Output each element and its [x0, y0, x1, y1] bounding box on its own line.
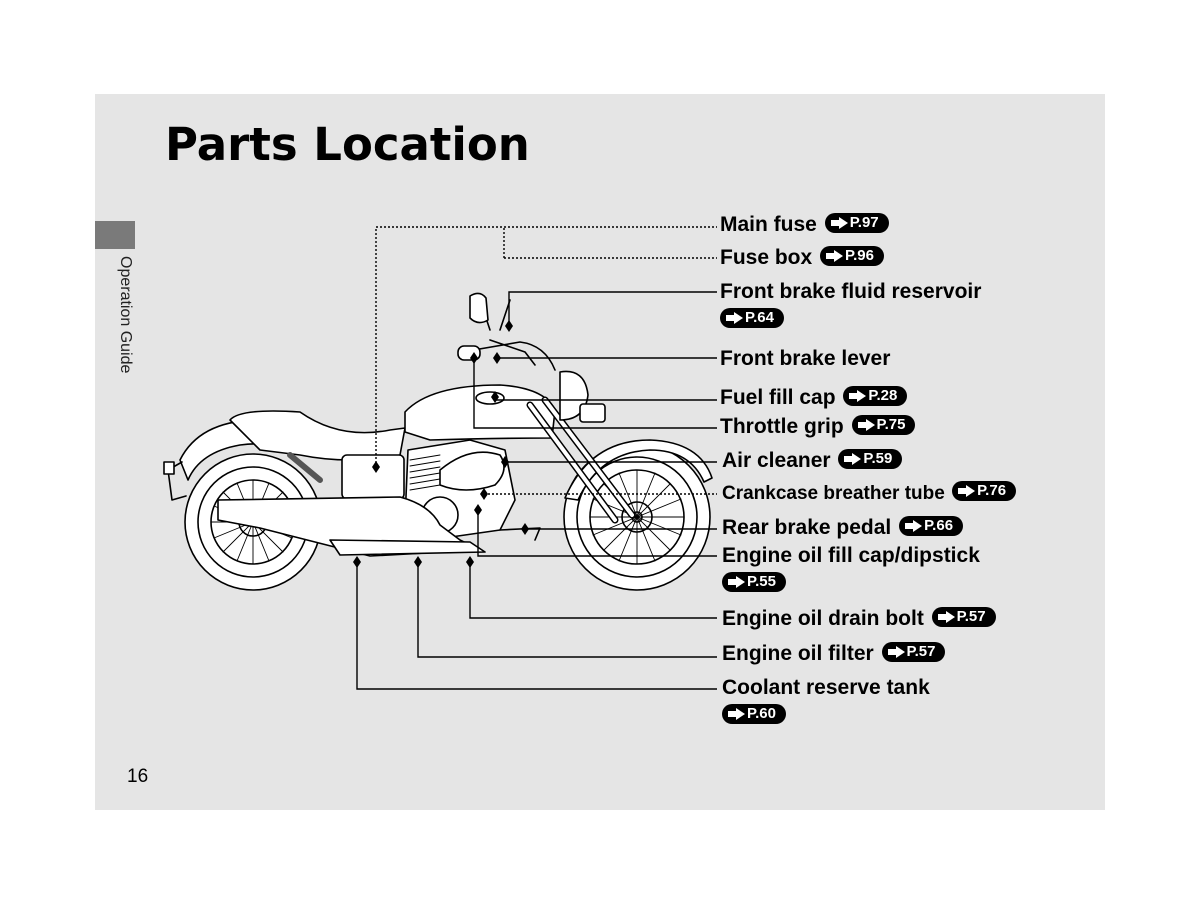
page-reference-link[interactable]: P.97: [824, 213, 889, 233]
page-reference-link[interactable]: P.75: [851, 415, 916, 435]
label-air-cleaner: Air cleaner P.59: [722, 448, 903, 474]
label-front-brake-fluid-reservoir: Front brake fluid reservoir P.64: [720, 279, 981, 333]
arrow-right-icon: [887, 646, 905, 658]
arrow-right-icon: [937, 611, 955, 623]
page-reference-link[interactable]: P.60: [722, 704, 786, 724]
label-throttle-grip: Throttle grip P.75: [720, 414, 916, 440]
arrow-right-icon: [844, 453, 862, 465]
label-text: Crankcase breather tube: [722, 483, 945, 504]
label-front-brake-lever: Front brake lever: [720, 346, 890, 372]
page-number: 16: [127, 766, 149, 787]
leader-dots: [353, 320, 529, 568]
label-engine-oil-drain-bolt: Engine oil drain bolt P.57: [722, 606, 996, 632]
label-text: Main fuse: [720, 213, 817, 236]
page-reference-link[interactable]: P.59: [838, 449, 903, 469]
label-engine-oil-filter: Engine oil filter P.57: [722, 641, 946, 667]
label-text: Front brake lever: [720, 347, 891, 370]
label-fuel-fill-cap: Fuel fill cap P.28: [720, 385, 908, 411]
label-text: Engine oil fill cap/dipstick: [722, 544, 980, 567]
label-rear-brake-pedal: Rear brake pedal P.66: [722, 515, 964, 541]
label-text: Fuse box: [720, 246, 813, 269]
arrow-right-icon: [958, 485, 976, 497]
page-title: Parts Location: [165, 118, 530, 171]
label-engine-oil-fill-cap-dipstick: Engine oil fill cap/dipstick P.55: [722, 543, 980, 597]
arrow-right-icon: [830, 217, 848, 229]
page-panel: [95, 94, 1105, 810]
label-text: Coolant reserve tank: [722, 676, 930, 699]
arrow-right-icon: [826, 250, 844, 262]
label-text: Engine oil filter: [722, 642, 874, 665]
label-text: Engine oil drain bolt: [722, 607, 924, 630]
label-text: Front brake fluid reservoir: [720, 280, 982, 303]
page-reference-link[interactable]: P.76: [952, 481, 1017, 501]
motorcycle-illustration: [163, 292, 713, 591]
label-text: Fuel fill cap: [720, 386, 836, 409]
arrow-right-icon: [905, 520, 923, 532]
arrow-right-icon: [849, 390, 867, 402]
page-reference-link[interactable]: P.57: [931, 607, 996, 627]
leader-lines: [356, 226, 717, 690]
label-main-fuse: Main fuse P.97: [720, 212, 889, 238]
page-reference-link[interactable]: P.64: [720, 308, 784, 328]
label-coolant-reserve-tank: Coolant reserve tank P.60: [722, 675, 930, 729]
page-reference-link[interactable]: P.55: [722, 572, 786, 592]
arrow-right-icon: [728, 576, 745, 588]
page-reference-link[interactable]: P.66: [899, 516, 964, 536]
arrow-right-icon: [728, 708, 745, 720]
arrow-right-icon: [726, 312, 743, 324]
label-crankcase-breather-tube: Crankcase breather tube P.76: [722, 481, 1017, 507]
section-label: Operation Guide: [117, 256, 134, 374]
label-fuse-box: Fuse box P.96: [720, 245, 884, 271]
page-reference-link[interactable]: P.57: [881, 642, 946, 662]
label-text: Rear brake pedal: [722, 516, 892, 539]
section-tab: [95, 221, 135, 249]
label-text: Throttle grip: [720, 415, 844, 438]
page-reference-link[interactable]: P.28: [843, 386, 908, 406]
arrow-right-icon: [857, 419, 875, 431]
page-reference-link[interactable]: P.96: [820, 246, 884, 266]
label-text: Air cleaner: [722, 449, 831, 472]
